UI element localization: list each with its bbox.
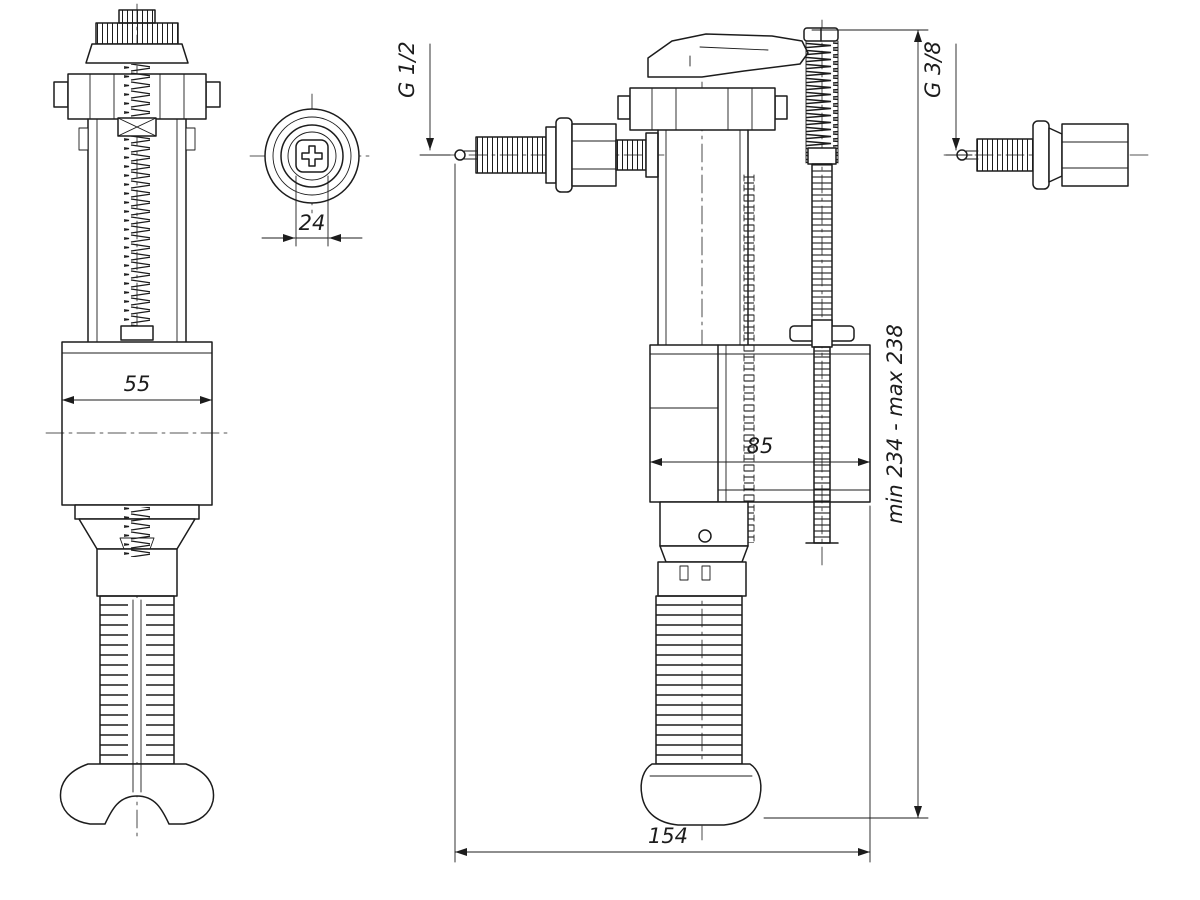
front-view [45,3,229,839]
float-chamber-box [649,344,871,503]
inlet-nut [571,123,617,187]
shank-slot [701,565,711,581]
cap-collar [85,43,189,64]
collar-lug-right [774,95,788,120]
top-collar [629,87,776,131]
top-view [249,93,375,219]
hidden-rack-teeth [744,175,754,543]
g38-label: G 3/8 [921,41,945,98]
shank-detail-view [943,120,1151,190]
coil-spring-icon [806,41,838,163]
pivot-hole [698,529,712,543]
detail-flange [1032,120,1050,190]
float-lever [647,33,809,78]
adjust-spring-icon [124,64,150,326]
cross-slot-icon [301,145,323,167]
lower-rod [813,346,831,544]
dim-85-label: 85 [747,434,774,458]
dim-height-label: min 234 - max 238 [883,324,907,524]
inlet-nipple [454,149,466,161]
bottom-cap [640,763,762,826]
g12-label: G 1/2 [395,41,419,98]
collar-lug-left [617,95,631,120]
flange [555,117,573,193]
detail-thread-shank [976,138,1034,172]
detail-hex-nut [1061,123,1129,187]
washer [545,126,557,184]
ear-right [185,127,196,151]
lower-taper [659,545,749,563]
inner-thread [615,139,647,171]
rod-clip [807,147,837,165]
inlet-joint [645,132,659,178]
dim-55-label: 55 [124,372,151,396]
circle-4 [287,131,337,181]
lever-seam [699,46,769,51]
inner-square [295,139,329,173]
valve-body-box [61,341,213,506]
ear-left [78,127,89,151]
threaded-rod [811,163,833,329]
dim-24-label: 24 [299,211,326,235]
ribbed-shank-side [655,595,743,765]
rod-channel [128,598,146,762]
side-view [437,19,871,841]
detail-taper [1048,127,1063,183]
inlet-thread-shank [475,136,547,174]
dim-154-label: 154 [648,824,688,848]
lower-spring-icon [124,507,150,557]
spring-end [120,325,154,341]
dimensions: 55 24 G 1/2 85 154 min 234 - max [61,29,973,863]
mount-lug-right [205,81,221,108]
shank-slot [679,565,689,581]
circle-3 [280,124,344,188]
circle-2 [272,116,352,196]
serrated-cap-icon [95,22,179,45]
wing-clip-hub [811,319,833,348]
mount-lug-left [53,81,69,108]
spring-seat [119,537,155,550]
clip-cross [117,117,157,137]
bottom-bell [59,763,215,825]
adjuster-knob-icon [118,9,156,24]
